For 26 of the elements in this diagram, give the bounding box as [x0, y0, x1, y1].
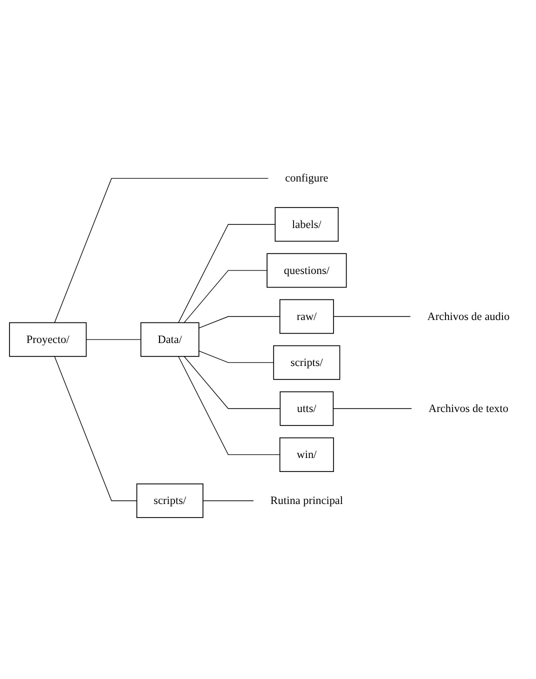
node-box: [140, 322, 200, 357]
connector: [202, 500, 254, 502]
connector: [198, 350, 274, 363]
connector: [54, 178, 269, 323]
node-box: [280, 391, 334, 426]
connector: [333, 316, 411, 317]
directory-tree-diagram: Proyecto/ configure Data/ labels/ questions/ raw/ Archivos de audio scripts/ utts/ Archivos de texto win/ scripts/ Rutina principal: [5, 156, 531, 522]
node-box: [136, 483, 204, 518]
node-text: Archivos de texto: [428, 402, 508, 415]
node-box: [274, 207, 339, 242]
node-box: [9, 322, 87, 357]
connector: [332, 408, 412, 409]
connector: [86, 339, 142, 340]
connector: [184, 356, 280, 409]
node-box: [266, 253, 347, 288]
connector: [178, 224, 276, 323]
node-text: Archivos de audio: [427, 310, 510, 323]
node-text: configure: [285, 172, 328, 184]
connector: [198, 316, 280, 328]
node-box: [279, 437, 334, 472]
connector: [178, 356, 280, 455]
node-box: [279, 299, 334, 334]
node-text: Rutina principal: [270, 494, 344, 507]
node-box: [273, 345, 340, 380]
connector: [184, 270, 268, 323]
connector: [54, 356, 138, 502]
